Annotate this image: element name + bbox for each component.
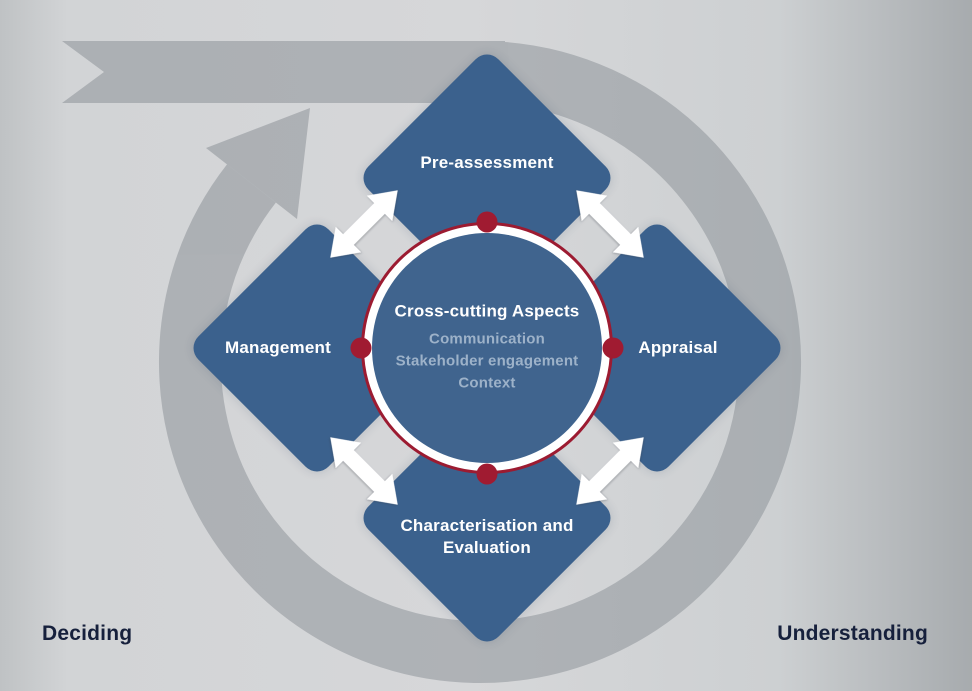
center-circle-fill <box>372 233 602 463</box>
double-arrow-icon <box>576 437 644 505</box>
double-arrow-icon <box>330 190 398 258</box>
label-deciding: Deciding <box>42 622 133 645</box>
red-node-dot-icon <box>476 211 498 233</box>
arrow-head <box>206 108 310 219</box>
red-node-dot-icon <box>476 463 498 485</box>
cross-cutting-title: Cross-cutting Aspects <box>394 301 580 321</box>
arrow-tail <box>62 41 505 103</box>
phase-label-appraisal: Appraisal <box>638 338 718 357</box>
phase-label-management: Management <box>225 338 331 357</box>
phase-label-pre-assessment: Pre-assessment <box>420 153 554 172</box>
phase-label-characterisation: Characterisation and Evaluation <box>400 516 574 557</box>
red-node-dot-icon <box>602 337 624 359</box>
cross-cutting-aspects-block: Cross-cutting Aspects Communication Stak… <box>372 302 602 395</box>
aspect-item-stakeholder-engagement: Stakeholder engagement <box>395 352 579 370</box>
red-node-dot-icon <box>350 337 372 359</box>
double-arrow-icon <box>330 437 398 505</box>
label-understanding: Understanding <box>777 622 928 645</box>
double-arrow-icon <box>576 190 644 258</box>
aspect-item-context: Context <box>458 374 516 392</box>
aspect-item-communication: Communication <box>429 330 545 348</box>
